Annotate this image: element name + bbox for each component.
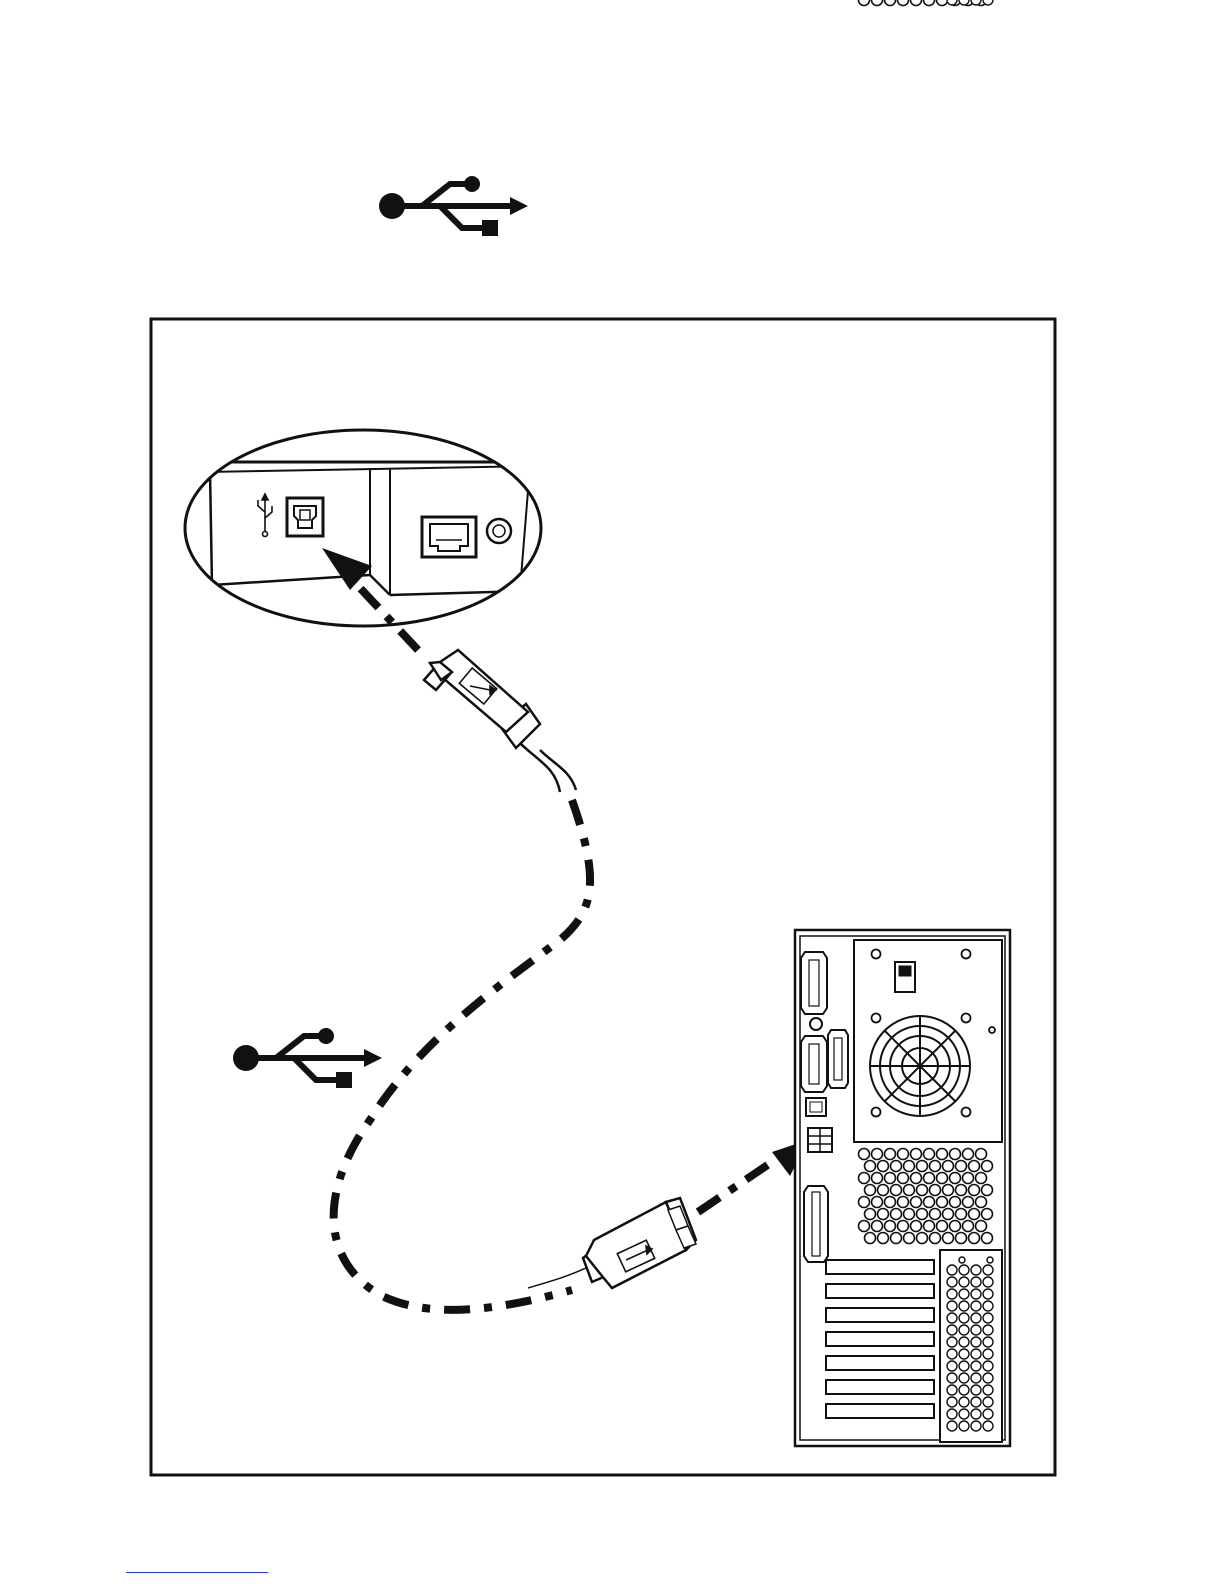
power-supply: [854, 940, 1002, 1142]
usb-a-plug: [528, 1198, 696, 1288]
usb-symbol-top-icon: [379, 176, 528, 236]
usb-b-plug: [424, 650, 576, 792]
computer-tower: [795, 0, 1010, 1446]
footer-link-underline: [126, 1572, 268, 1573]
usb-a-connection-arrow: [698, 1140, 808, 1212]
computer-usb-ports: [808, 1128, 832, 1152]
expansion-slots: [826, 1260, 934, 1418]
usb-symbol-side-icon: [233, 1028, 382, 1088]
fan-grille-icon: [870, 1016, 970, 1116]
